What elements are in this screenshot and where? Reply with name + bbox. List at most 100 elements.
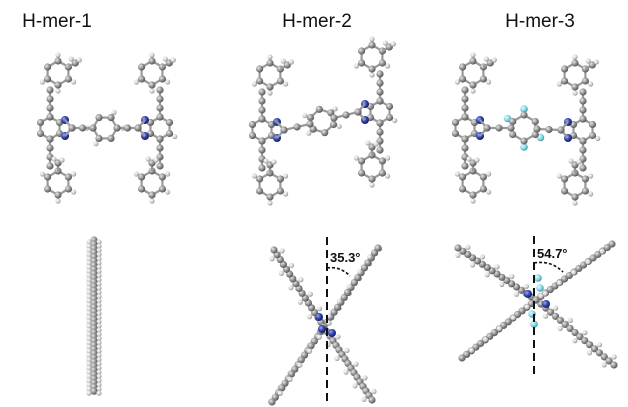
hydrogen-atom (344, 347, 350, 353)
carbon-atom (469, 57, 477, 65)
hydrogen-atom (365, 140, 371, 146)
carbon-atom (46, 144, 54, 152)
hydrogen-atom (86, 390, 92, 396)
hydrogen-atom (86, 302, 92, 308)
hydrogen-atom (385, 155, 391, 161)
hydrogen-atom (149, 52, 155, 58)
carbon-atom (315, 105, 323, 113)
carbon-atom (54, 191, 62, 199)
hydrogen-atom (96, 268, 102, 274)
carbon-atom (579, 115, 587, 123)
carbon-atom (368, 41, 376, 49)
hydrogen-atom (369, 72, 375, 78)
hydrogen-atom (172, 133, 178, 140)
carbon-atom (571, 328, 579, 337)
hydrogen-atom (307, 291, 313, 297)
carbon-atom (248, 131, 257, 140)
carbon-atom (579, 106, 587, 114)
hydrogen-atom (71, 79, 77, 85)
carbon-atom (561, 320, 569, 328)
carbon-atom (358, 157, 366, 165)
hydrogen-atom (369, 36, 375, 42)
hydrogen-atom (553, 305, 559, 311)
carbon-atom (107, 114, 115, 122)
hydrogen-atom (93, 141, 99, 147)
hydrogen-atom (283, 81, 289, 87)
hydrogen-atom (353, 361, 359, 367)
hydrogen-atom (96, 243, 102, 249)
carbon-atom (138, 75, 146, 83)
hydrogen-atom (479, 254, 486, 260)
hydrogen-atom (572, 200, 578, 206)
carbon-atom (46, 135, 54, 143)
hydrogen-atom (96, 256, 102, 262)
carbon-atom (134, 124, 142, 132)
carbon-atom (321, 129, 329, 137)
hydrogen-atom (538, 293, 544, 299)
hydrogen-atom (334, 355, 340, 361)
carbon-atom (579, 146, 587, 154)
hydrogen-atom (362, 375, 368, 381)
hydrogen-atom (317, 306, 323, 312)
hydrogen-atom (86, 260, 92, 266)
hydrogen-atom (86, 273, 92, 279)
carbon-atom (385, 113, 394, 122)
hydrogen-atom (373, 141, 379, 147)
carbon-atom (276, 77, 284, 85)
hydrogen-atom (86, 365, 92, 371)
hydrogen-atom (572, 54, 578, 60)
carbon-atom (605, 357, 613, 365)
hydrogen-atom (585, 259, 591, 265)
carbon-atom (385, 102, 394, 111)
hydrogen-atom (455, 252, 461, 258)
hydrogen-atom (567, 317, 573, 323)
hydrogen-atom (596, 342, 603, 348)
carbon-atom (576, 333, 584, 341)
hydrogen-atom (96, 273, 102, 279)
carbon-atom (256, 65, 264, 73)
carbon-atom (378, 157, 386, 165)
carbon-atom (266, 59, 274, 67)
hydrogen-atom (96, 298, 102, 304)
h-mer-2-side-view (267, 244, 383, 406)
carbon-atom (280, 126, 288, 134)
hydrogen-atom (86, 252, 92, 258)
hydrogen-atom (353, 155, 359, 161)
hydrogen-atom (86, 285, 92, 291)
carbon-atom (479, 185, 487, 193)
hydrogen-atom (86, 323, 92, 329)
h-mer-3-top-view (451, 52, 601, 206)
carbon-atom (461, 162, 469, 170)
hydrogen-atom (542, 290, 548, 297)
hydrogen-atom (307, 314, 313, 320)
carbon-atom (95, 114, 103, 122)
hydrogen-atom (482, 336, 489, 343)
carbon-atom (156, 135, 164, 143)
carbon-atom (376, 119, 384, 127)
carbon-atom (483, 124, 491, 132)
hydrogen-atom (269, 256, 275, 262)
carbon-atom (36, 129, 45, 138)
hydrogen-atom (306, 348, 313, 354)
carbon-atom (588, 120, 597, 129)
hydrogen-atom (513, 291, 520, 297)
hydrogen-atom (469, 347, 475, 353)
hydrogen-atom (51, 156, 57, 162)
hydrogen-atom (593, 59, 599, 65)
carbon-atom (566, 324, 574, 332)
carbon-atom (579, 88, 587, 96)
hydrogen-atom (601, 362, 607, 368)
carbon-atom (329, 120, 338, 129)
hydrogen-atom (287, 376, 293, 382)
hydrogen-atom (86, 352, 92, 358)
hydrogen-atom (96, 336, 102, 342)
carbon-atom (520, 137, 528, 145)
hydrogen-atom (390, 41, 396, 47)
hydrogen-atom (86, 247, 92, 253)
carbon-atom (158, 75, 166, 83)
carbon-atom (374, 244, 382, 252)
hydrogen-atom (96, 390, 102, 396)
fluorine-atom (534, 274, 542, 282)
carbon-atom (376, 97, 384, 105)
hydrogen-atom (96, 260, 102, 266)
